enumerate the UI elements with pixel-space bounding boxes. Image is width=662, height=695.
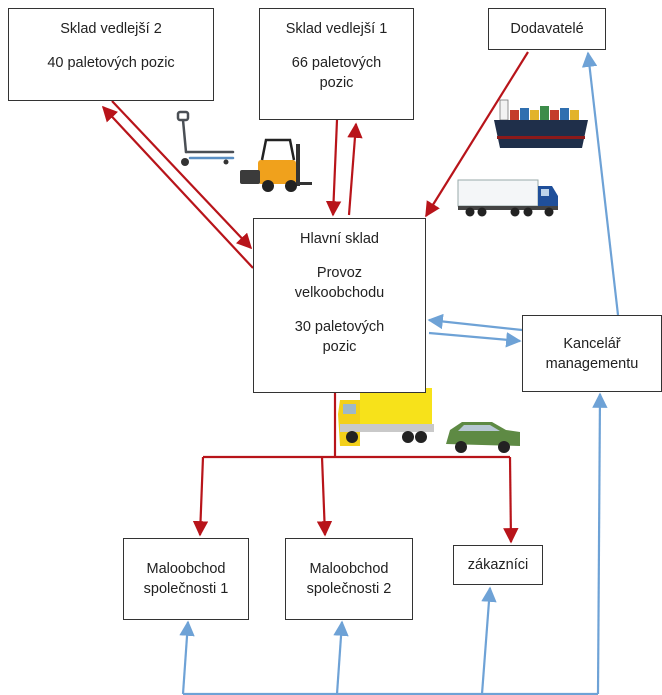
arrow-km-to-hs [427, 313, 523, 332]
arrow-bus-to-m2 [333, 620, 349, 695]
kancelar-line2: managementu [545, 355, 639, 372]
semi-truck-icon [457, 179, 558, 217]
container-ship-icon [494, 99, 588, 148]
maloobchod-2-line1: Maloobchod [309, 561, 389, 577]
dodavatele-title: Dodavatelé [510, 21, 584, 37]
arrow-bus-to-km [592, 392, 608, 695]
maloobchod-1-line1: Maloobchod [146, 561, 226, 577]
maloobchod-2-line2: společnosti 2 [306, 581, 392, 597]
arrow-to-m2 [316, 456, 333, 537]
box-maloobchod-1: Maloobchod společnosti 1 [123, 538, 249, 620]
box-hlavni-sklad: Hlavní sklad Provoz velkoobchodu 30 pale… [253, 218, 426, 393]
arrow-bus-to-zak [480, 586, 497, 695]
hlavni-sklad-line1: Provoz [316, 265, 363, 281]
box-dodavatele: Dodavatelé [488, 8, 606, 50]
hlavni-sklad-line2: velkoobchodu [294, 285, 385, 301]
hlavni-sklad-title: Hlavní sklad [300, 231, 379, 247]
sklad-vedlejsi-1-title: Sklad vedlejší 1 [285, 21, 388, 37]
arrow-to-zak [503, 456, 519, 544]
box-maloobchod-2: Maloobchod společnosti 2 [285, 538, 413, 620]
pallet-jack-icon [176, 110, 235, 166]
arrow-to-m1 [192, 456, 209, 537]
arrow-hs-to-sv1 [347, 122, 363, 216]
forklift-icon [240, 138, 312, 192]
zakaznici-title: zákazníci [467, 557, 529, 573]
yellow-truck-icon [338, 388, 434, 446]
arrow-sv2-to-hs [111, 100, 253, 250]
arrow-hs-to-km [428, 331, 522, 348]
sklad-vedlejsi-2-capacity: 40 paletových pozic [47, 55, 175, 71]
sklad-vedlejsi-2-title: Sklad vedlejší 2 [60, 21, 162, 37]
arrow-dod-to-hs [425, 51, 529, 218]
box-sklad-vedlejsi-2: Sklad vedlejší 2 40 paletových pozic [8, 8, 214, 101]
arrow-hs-to-sv2 [101, 105, 254, 269]
hlavni-sklad-capacity-line1: 30 paletových [294, 319, 385, 335]
box-kancelar-managementu: Kancelář managementu [522, 315, 662, 392]
arrow-km-to-dod [581, 51, 620, 316]
box-sklad-vedlejsi-1: Sklad vedlejší 1 66 paletových pozic [259, 8, 414, 120]
kancelar-line1: Kancelář [563, 335, 621, 352]
arrow-bus-to-m1 [179, 620, 195, 695]
green-car-icon [446, 422, 520, 453]
sklad-vedlejsi-1-capacity-line2: pozic [319, 75, 354, 91]
arrow-sv1-to-hs [325, 119, 342, 217]
sklad-vedlejsi-1-capacity-line1: 66 paletových [291, 55, 382, 71]
maloobchod-1-line2: společnosti 1 [143, 581, 229, 597]
box-zakaznici: zákazníci [453, 545, 543, 585]
hlavni-sklad-capacity-line2: pozic [322, 339, 357, 355]
